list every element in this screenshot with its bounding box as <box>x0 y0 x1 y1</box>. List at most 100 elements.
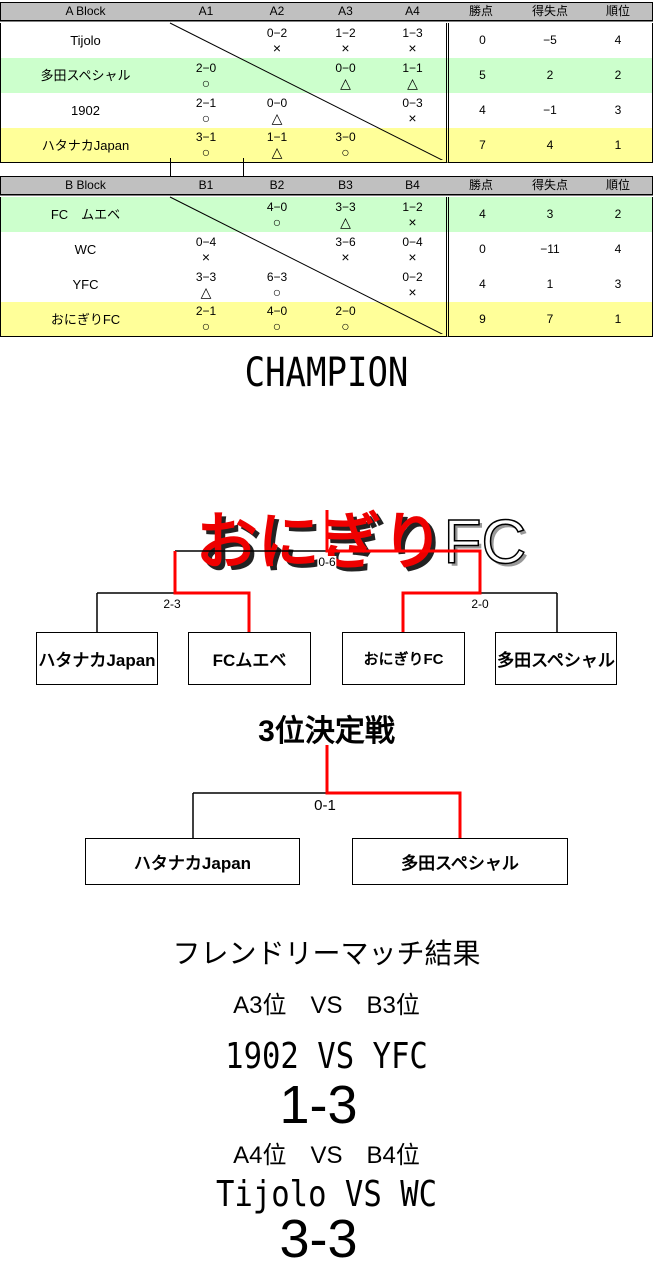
team-name-text: おにぎりFC <box>50 311 121 327</box>
goal-diff-cell-text: −1 <box>543 103 557 117</box>
friendly-match-label: A4位 VS B4位 <box>233 1142 420 1169</box>
match-result-cell: 2−1○ <box>170 93 243 129</box>
header-cell-text: A4 <box>405 4 420 18</box>
points-cell: 9 <box>446 302 517 337</box>
header-cell-text: 勝点 <box>468 4 493 18</box>
result-mark: ○ <box>201 318 211 334</box>
header-cell: B3 <box>312 176 380 195</box>
header-cell: A2 <box>242 2 313 21</box>
points-cell-text: 9 <box>479 311 486 326</box>
result-mark: × <box>341 248 350 265</box>
rank-cell-text: 1 <box>614 137 622 152</box>
result-score: 1−3 <box>402 25 423 40</box>
rank-cell: 2 <box>584 58 653 94</box>
third-place-score: 0-1 <box>313 797 337 814</box>
match-result-cell <box>312 93 380 129</box>
result-score: 1−2 <box>335 25 356 40</box>
result-score: 3−1 <box>195 130 217 144</box>
friendly-match-teams: Tijolo VS WC <box>215 1174 438 1215</box>
rank-cell-text: 2 <box>614 207 622 221</box>
friendly-match-label: A3位 VS B3位 <box>233 992 420 1019</box>
result-mark: △ <box>407 74 418 91</box>
match-result-cell: 2−0○ <box>170 58 243 94</box>
result-score: 1−2 <box>402 199 423 214</box>
team-name: 1902 <box>0 93 171 129</box>
semi-right-score: 2-0 <box>470 597 490 611</box>
result-score: 3−3 <box>195 269 217 284</box>
points-cell-text: 4 <box>479 277 486 291</box>
header-cell: A Block <box>0 2 171 21</box>
result-score: 0−4 <box>195 234 217 249</box>
header-cell: 順位 <box>584 176 653 195</box>
match-result-cell <box>170 23 243 59</box>
result-mark: ○ <box>272 213 282 230</box>
match-result-cell: 3−0○ <box>312 128 380 163</box>
rank-cell-text: 3 <box>614 103 622 117</box>
points-cell: 4 <box>446 93 517 129</box>
rank-cell-text: 4 <box>614 242 622 256</box>
goal-diff-cell: 7 <box>516 302 585 337</box>
header-cell-text: 得失点 <box>531 178 568 192</box>
friendly-match-score: 3-3 <box>279 1209 358 1266</box>
match-result-cell: 0−4× <box>170 232 243 268</box>
result-mark: × <box>408 213 417 230</box>
result-score: 2−0 <box>335 304 356 318</box>
result-mark: × <box>408 248 417 265</box>
points-cell: 4 <box>446 197 517 233</box>
team-name: ハタナカJapan <box>0 128 171 163</box>
header-cell: 得失点 <box>516 2 585 21</box>
result-score: 3−0 <box>335 130 356 144</box>
result-mark: △ <box>271 109 283 126</box>
header-cell-text: B2 <box>269 178 285 192</box>
team-name: Tijolo <box>0 23 171 59</box>
goal-diff-cell: −5 <box>516 23 585 59</box>
match-result-cell: 0−0△ <box>312 58 380 94</box>
result-mark: ○ <box>201 109 211 126</box>
team-box: 多田スペシャル <box>352 838 568 885</box>
match-result-cell: 0−2× <box>242 23 313 59</box>
result-score: 2−1 <box>195 95 217 110</box>
goal-diff-cell: 4 <box>516 128 585 163</box>
result-score: 3−3 <box>335 199 356 214</box>
result-score: 0−0 <box>335 60 356 75</box>
rank-cell: 4 <box>584 23 653 59</box>
match-result-cell: 1−2× <box>379 197 447 233</box>
match-result-cell: 1−1△ <box>379 58 447 94</box>
header-cell-text: A1 <box>198 4 214 18</box>
team-name-text: YFC <box>72 277 99 292</box>
points-cell-text: 4 <box>479 103 486 117</box>
header-cell: 勝点 <box>446 176 517 195</box>
match-result-cell: 2−0○ <box>312 302 380 337</box>
result-mark: △ <box>340 74 351 91</box>
match-result-cell <box>242 58 313 94</box>
points-cell: 0 <box>446 232 517 268</box>
team-name: YFC <box>0 267 171 303</box>
points-cell: 5 <box>446 58 517 94</box>
goal-diff-cell-text: 1 <box>546 277 554 291</box>
result-mark: ○ <box>341 318 350 334</box>
header-cell-text: B Block <box>65 178 106 192</box>
points-cell: 4 <box>446 267 517 303</box>
table-connector <box>170 158 244 176</box>
result-score: 2−0 <box>195 60 217 75</box>
rank-cell: 3 <box>584 93 653 129</box>
match-result-cell <box>379 302 447 337</box>
header-cell: B1 <box>170 176 243 195</box>
team-name-text: 1902 <box>71 103 100 118</box>
rank-cell-text: 4 <box>614 33 622 47</box>
result-score: 0−0 <box>266 95 288 110</box>
goal-diff-cell: −11 <box>516 232 585 268</box>
rank-cell-text: 2 <box>614 68 622 82</box>
result-score: 1−1 <box>266 130 288 144</box>
result-mark: ○ <box>272 283 282 300</box>
friendly-match-teams: 1902 VS YFC <box>225 1036 428 1077</box>
match-result-cell: 1−1△ <box>242 128 313 163</box>
result-mark: ○ <box>272 318 282 334</box>
goal-diff-cell-text: 2 <box>546 68 554 82</box>
match-result-cell: 3−3△ <box>170 267 243 303</box>
match-result-cell: 0−2× <box>379 267 447 303</box>
team-box: 多田スペシャル <box>495 632 617 685</box>
match-result-cell <box>379 128 447 163</box>
